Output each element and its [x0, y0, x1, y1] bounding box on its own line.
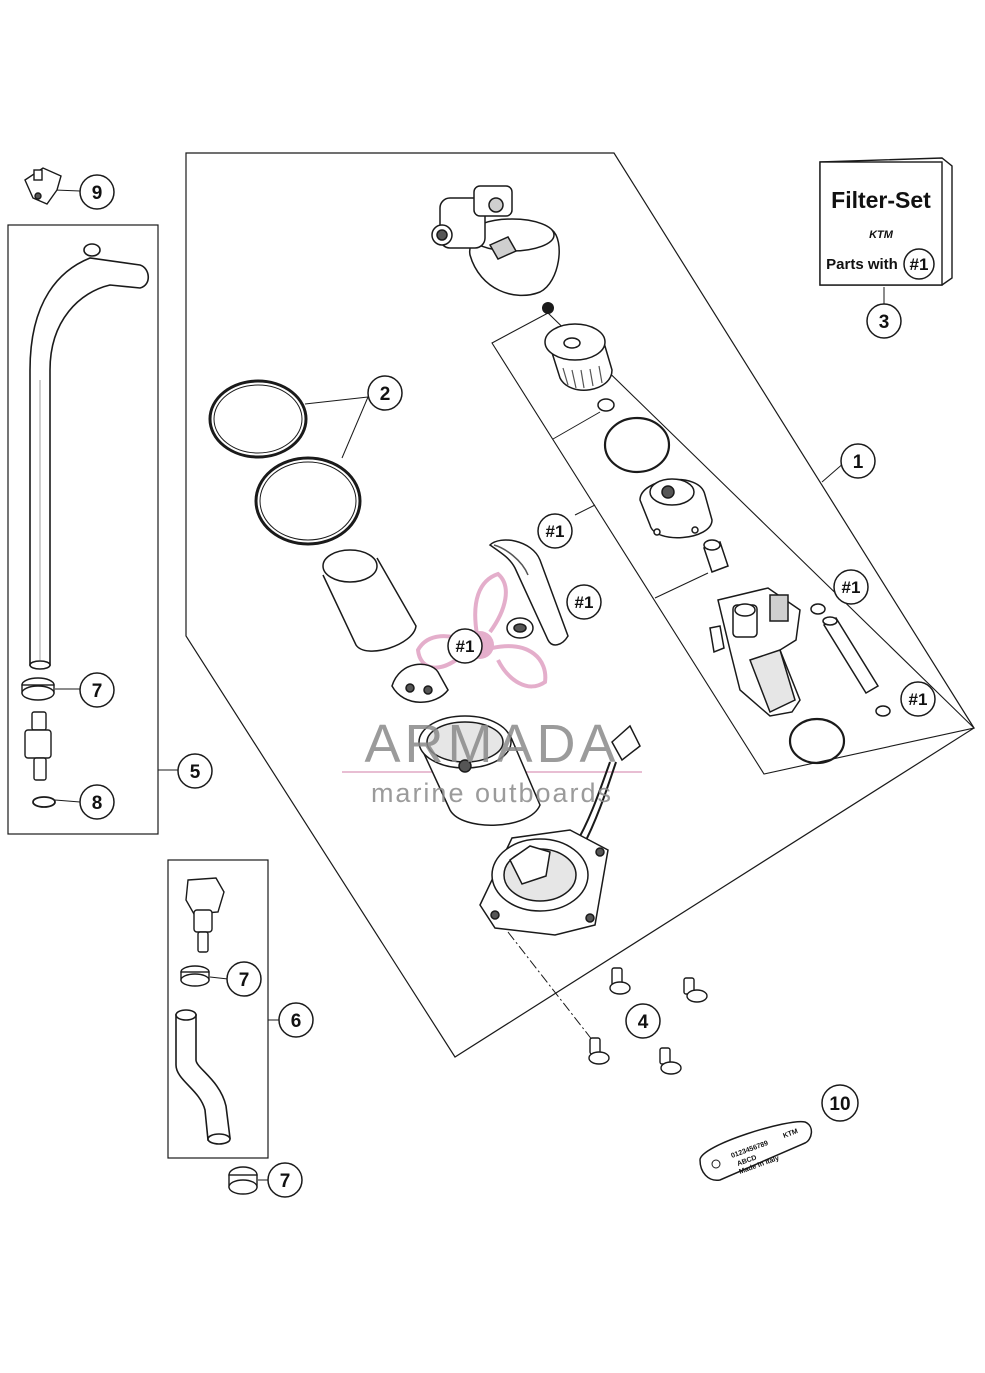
- plate-brand: KTM: [782, 1128, 799, 1140]
- svg-text:5: 5: [190, 762, 201, 783]
- pump-flange-part: [479, 829, 609, 936]
- dashdot-axis: [507, 931, 601, 1051]
- watermark-title: ARMADA: [364, 714, 619, 774]
- filter-sleeve-part: [322, 549, 417, 652]
- filter-set-ref: #1: [910, 255, 929, 274]
- callout-3: 3: [866, 303, 902, 339]
- small-oring-part: [597, 398, 615, 412]
- screw-b: [683, 977, 708, 1003]
- svg-text:1: 1: [853, 452, 864, 473]
- svg-text:7: 7: [239, 970, 250, 991]
- hose-clip-9-part: [24, 167, 62, 205]
- fuel-filter-part: [544, 323, 613, 391]
- clip-part: [506, 617, 534, 639]
- callout-4: 4: [625, 1003, 661, 1039]
- hose-fitting-part: [24, 711, 52, 781]
- svg-text:10: 10: [829, 1094, 850, 1115]
- screw-d: [659, 1047, 682, 1075]
- hose-clamp-part: [180, 965, 210, 987]
- assembly-1-outline: [185, 152, 975, 1058]
- seal-ring-8-part: [32, 796, 56, 808]
- pressure-regulator-part: [639, 478, 713, 539]
- connector-tube-part: [822, 616, 880, 695]
- callout-9: 9: [79, 174, 115, 210]
- seal-ring-lower-part: [254, 456, 362, 546]
- callout-5: 5: [177, 753, 213, 789]
- callout-7b: 7: [226, 961, 262, 997]
- pump-housing-part: [418, 715, 541, 826]
- screws-part: [588, 967, 708, 1075]
- screw-a: [609, 967, 631, 995]
- ref-marker-1: #1: [537, 513, 573, 549]
- hose-clamp-part: [21, 677, 55, 701]
- filter-set-brand: KTM: [869, 229, 894, 241]
- ref-markers: #1 #1 #1 #1 #1: [447, 513, 936, 717]
- callout-7a: 7: [79, 672, 115, 708]
- svg-text:#1: #1: [842, 578, 861, 597]
- ref-marker-2: #1: [566, 584, 602, 620]
- callout-1: 1: [840, 443, 876, 479]
- svg-text:#1: #1: [909, 690, 928, 709]
- svg-text:3: 3: [879, 312, 890, 333]
- pump-oring-part: [788, 717, 846, 765]
- svg-text:#1: #1: [546, 522, 565, 541]
- pump-head-part: [431, 185, 560, 297]
- ref-marker-3: #1: [447, 628, 483, 664]
- callout-6: 6: [278, 1002, 314, 1038]
- svg-text:6: 6: [291, 1011, 302, 1032]
- svg-text:#1: #1: [456, 637, 475, 656]
- watermark-subtitle: marine outboards: [371, 778, 613, 808]
- svg-text:#1: #1: [575, 593, 594, 612]
- filter-oring-part: [603, 416, 671, 474]
- svg-text:7: 7: [280, 1171, 291, 1192]
- ref-marker-4: #1: [833, 569, 869, 605]
- ref-marker-5: #1: [900, 681, 936, 717]
- group-5-box: [7, 224, 159, 835]
- svg-text:9: 9: [92, 183, 103, 204]
- svg-text:8: 8: [92, 793, 103, 814]
- screw-c: [588, 1037, 610, 1065]
- elbow-hose-part: [175, 1009, 231, 1145]
- hose-cap-part: [228, 1166, 258, 1195]
- type-plate-part: 0123456789 ABCD Made in Italy KTM: [699, 1120, 813, 1181]
- callouts: 1 2 3 4 5 6 7 7 7 8 9 10: [79, 174, 902, 1198]
- group-6-box: [167, 859, 269, 1159]
- fuel-pump-motor-part: [709, 587, 801, 717]
- callout-10: 10: [821, 1084, 859, 1122]
- quick-coupling-part: [185, 877, 225, 953]
- small-tube-part: [703, 539, 729, 573]
- filter-set-box: Filter-Set KTM Parts with #1: [819, 157, 953, 286]
- shield-plate-part: [488, 539, 569, 646]
- small-black-ring-part: [542, 302, 554, 314]
- svg-text:7: 7: [92, 681, 103, 702]
- callout-8: 8: [79, 784, 115, 820]
- filter-subgroup-outline: [491, 312, 976, 775]
- small-oring-part: [875, 705, 891, 717]
- svg-text:4: 4: [638, 1012, 649, 1033]
- leader-lines: [54, 189, 885, 1181]
- small-oring-part: [810, 603, 826, 615]
- filter-set-title: Filter-Set: [831, 187, 931, 213]
- seal-ring-upper-part: [208, 379, 308, 459]
- svg-text:2: 2: [380, 384, 391, 405]
- seal-ring-upper-inner: [213, 384, 303, 454]
- filter-set-parts-with: Parts with: [826, 256, 898, 273]
- fuel-hose-part: [29, 243, 150, 670]
- callout-2: 2: [367, 375, 403, 411]
- callout-7c: 7: [267, 1162, 303, 1198]
- seal-ring-lower-inner: [259, 461, 357, 541]
- holder-clip-part: [391, 663, 449, 703]
